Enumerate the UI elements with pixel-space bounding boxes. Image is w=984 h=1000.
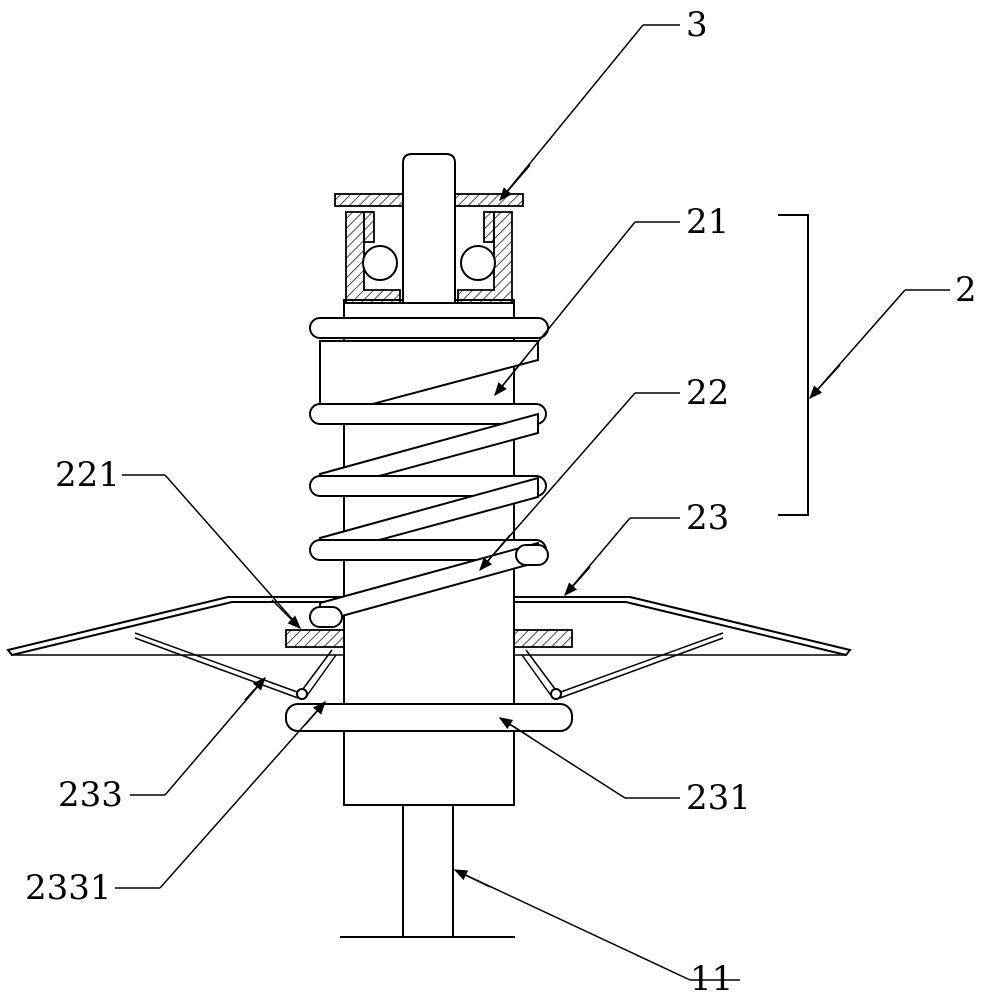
shaft (340, 804, 515, 938)
label-231: 231 (686, 778, 751, 818)
label-3: 3 (686, 5, 708, 45)
strut-assembly (134, 632, 724, 700)
label-11: 11 (690, 959, 733, 999)
spring (309, 317, 549, 628)
sliding-ring (285, 629, 573, 648)
leader-lines (115, 24, 950, 981)
label-22: 22 (686, 373, 729, 413)
label-2: 2 (955, 270, 977, 310)
assembly-bracket (778, 214, 809, 516)
label-221: 221 (55, 455, 120, 495)
label-233: 233 (58, 775, 123, 815)
bearing-housing (334, 153, 524, 304)
base-ring (285, 703, 573, 732)
label-23: 23 (686, 498, 729, 538)
label-21: 21 (686, 202, 729, 242)
label-2331: 2331 (25, 868, 112, 908)
arrowheads (244, 164, 841, 888)
